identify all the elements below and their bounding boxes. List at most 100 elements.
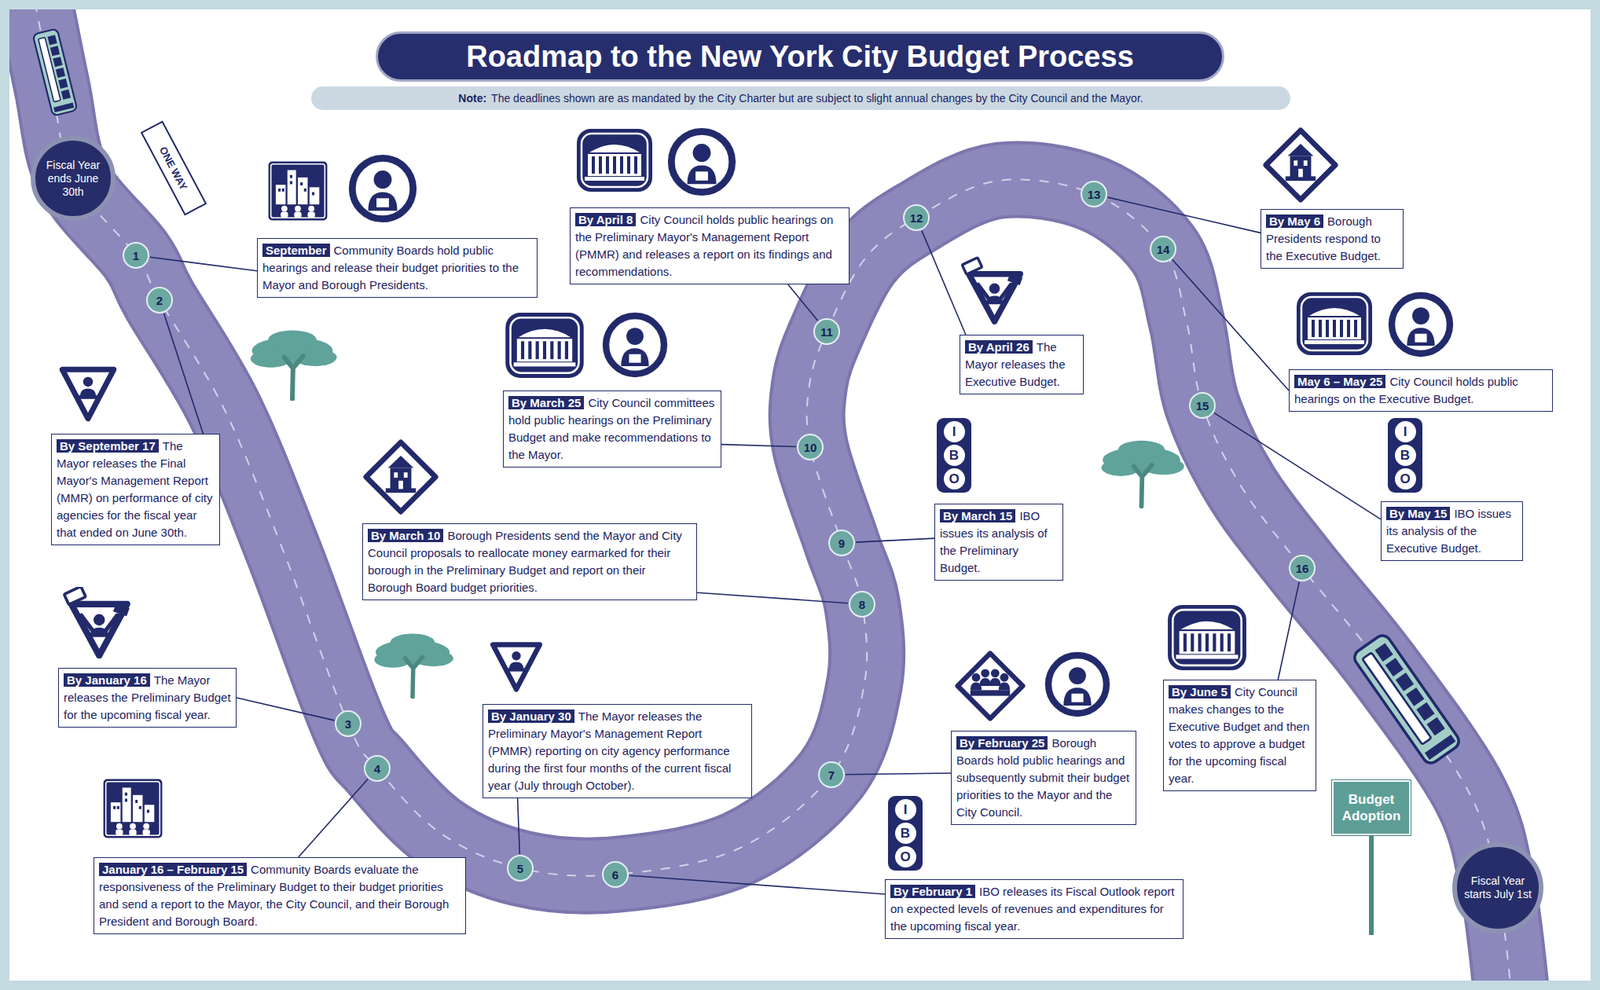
event-box: By February 25Borough Boards hold public… <box>950 730 1137 826</box>
label-text: 14 <box>1156 242 1171 257</box>
step-number: 3 <box>334 710 362 738</box>
step-number: 7 <box>818 761 845 789</box>
leader-line <box>164 313 204 434</box>
road-centerline <box>31 9 1513 981</box>
date-label: By September 17 <box>56 439 159 453</box>
step-number: 6 <box>601 861 629 889</box>
label-text: 5 <box>517 862 524 876</box>
leader-line <box>1108 197 1262 233</box>
label-text: Fiscal Year starts July 1st <box>1461 874 1534 902</box>
leader-line <box>1172 260 1289 392</box>
label-text: 12 <box>910 211 924 225</box>
mayor-budget-icon <box>63 586 129 656</box>
signal-letter: O <box>943 468 966 490</box>
date-label: By January 16 <box>63 673 151 687</box>
label-text: Budget Adoption <box>1336 791 1406 825</box>
leader-line <box>629 875 885 895</box>
city-council-icon <box>505 312 584 378</box>
leader-line <box>298 779 368 859</box>
bus-icon <box>33 28 78 116</box>
event-box: By May 15IBO issues its analysis of the … <box>1380 501 1523 562</box>
date-label: By March 25 <box>508 396 584 410</box>
city-council-icon <box>576 128 653 192</box>
ibo-signal: IBO <box>888 796 923 871</box>
label-text: 11 <box>820 325 834 339</box>
event-box: January 16 – February 15Community Boards… <box>93 857 467 935</box>
event-box: By February 1IBO releases its Fiscal Out… <box>884 879 1184 940</box>
step-number: 15 <box>1188 392 1216 419</box>
tree-icon <box>374 634 454 698</box>
event-box: By March 25City Council committees hold … <box>502 390 722 468</box>
signal-letter: B <box>1394 444 1417 467</box>
borough-president-icon <box>366 442 436 512</box>
community-board-icon <box>268 161 328 221</box>
label-text: 13 <box>1087 187 1101 202</box>
road-edge <box>31 9 1513 981</box>
date-label: By February 25 <box>956 736 1048 750</box>
event-box: By March 15IBO issues its analysis of th… <box>934 503 1064 581</box>
label-text: 15 <box>1196 399 1210 413</box>
one-way-sign: ONE WAY <box>140 121 208 217</box>
borough-board-icon <box>957 653 1024 720</box>
event-box: By April 26The Mayor releases the Execut… <box>959 334 1084 395</box>
signal-letter: B <box>943 444 966 467</box>
event-text: The Mayor releases the Final Mayor's Man… <box>56 439 213 540</box>
label-text: 9 <box>838 536 845 551</box>
label-text: 1 <box>132 249 140 263</box>
event-box: By September 17The Mayor releases the Fi… <box>51 433 221 546</box>
step-number: 13 <box>1080 180 1108 208</box>
event-box: By March 10Borough Presidents send the M… <box>362 523 698 601</box>
note-band: Note:The deadlines shown are as mandated… <box>311 86 1291 111</box>
fiscal-year-circle: Fiscal Year starts July 1st <box>1452 842 1544 934</box>
tree-icon <box>1101 440 1185 507</box>
label-text: 6 <box>612 868 619 882</box>
public-hearing-icon <box>352 157 413 219</box>
note-text: The deadlines shown are as mandated by t… <box>491 91 1144 105</box>
label-text: 4 <box>374 762 381 776</box>
label-text: ONE WAY <box>157 144 191 192</box>
step-number: 16 <box>1288 554 1316 582</box>
step-number: 5 <box>506 855 534 882</box>
step-number: 9 <box>828 529 856 557</box>
label-text: 7 <box>828 768 835 782</box>
signal-letter: B <box>895 822 917 845</box>
event-box: May 6 – May 25City Council holds public … <box>1288 369 1553 412</box>
label-text: 16 <box>1295 561 1310 576</box>
date-label: By January 30 <box>488 709 575 723</box>
leader-line <box>855 538 935 543</box>
step-number: 8 <box>848 590 876 618</box>
step-number: 10 <box>796 433 824 461</box>
mayor-icon <box>492 645 540 690</box>
step-number: 2 <box>146 286 173 314</box>
signal-letter: I <box>1394 421 1417 443</box>
leader-line <box>1214 413 1381 520</box>
label-text: 2 <box>156 293 163 308</box>
label-text: Fiscal Year ends June 30th <box>40 158 107 199</box>
event-box: By January 16The Mayor releases the Prel… <box>58 667 237 728</box>
date-label: By March 15 <box>939 509 1016 523</box>
community-board-icon <box>103 779 163 839</box>
signal-letter: O <box>1394 468 1417 490</box>
fiscal-year-circle: Fiscal Year ends June 30th <box>30 135 116 221</box>
event-box: By April 8City Council holds public hear… <box>569 207 850 285</box>
title-banner: Roadmap to the New York City Budget Proc… <box>375 31 1225 82</box>
date-label: By April 26 <box>965 340 1033 354</box>
label-text: 3 <box>344 717 352 731</box>
date-label: January 16 – February 15 <box>99 862 247 877</box>
borough-president-icon <box>1266 130 1336 200</box>
date-label: By February 1 <box>890 884 976 899</box>
event-box: By May 6Borough Presidents respond to th… <box>1260 209 1404 269</box>
leader-line <box>697 592 848 604</box>
signal-letter: O <box>895 846 917 868</box>
leader-line <box>845 773 951 775</box>
city-council-icon <box>1167 605 1247 671</box>
event-box: By January 30The Mayor releases the Prel… <box>482 704 753 799</box>
leader-line <box>517 798 521 855</box>
leader-line <box>150 256 257 272</box>
signal-letter: I <box>895 799 917 821</box>
date-label: By June 5 <box>1168 685 1231 699</box>
budget-adoption-sign: Budget Adoption <box>1332 780 1411 836</box>
event-box: SeptemberCommunity Boards hold public he… <box>256 238 538 298</box>
road <box>31 9 1513 981</box>
public-hearing-icon <box>1391 295 1450 354</box>
